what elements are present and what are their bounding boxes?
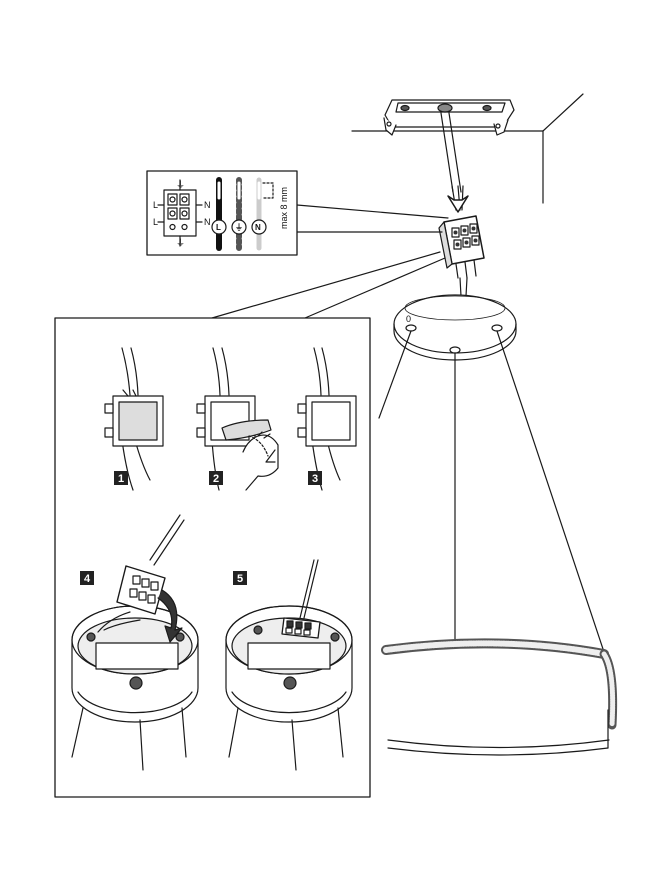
strip-length-label: max 8 mm — [279, 187, 289, 229]
ceiling-canopy — [393, 294, 517, 361]
step-3-illustration — [297, 347, 357, 491]
step-badge-2: 2 — [209, 471, 223, 485]
ceiling-mounting-bracket — [383, 99, 515, 136]
step-1-illustration — [104, 347, 164, 491]
wiring-inset — [146, 170, 298, 256]
terminal-label-n-bottom: N — [204, 217, 211, 227]
step-badge-5: 5 — [233, 571, 247, 585]
step-number: 1 — [118, 473, 124, 485]
step-2-illustration — [196, 347, 279, 491]
earth-icon: ⏚ — [176, 180, 185, 190]
terminal-label-l-top: L — [153, 200, 158, 210]
step-number: 5 — [237, 573, 243, 585]
step-badge-3: 3 — [308, 471, 322, 485]
suspension-cables — [378, 330, 606, 656]
neutral-wire-symbol: N — [255, 223, 261, 232]
step-number: 3 — [312, 473, 318, 485]
step-badge-4: 4 — [80, 571, 94, 585]
installation-steps-panel — [54, 317, 371, 798]
terminal-label-n-top: N — [204, 200, 211, 210]
ring-luminaire — [381, 638, 618, 756]
terminal-block — [438, 215, 485, 279]
step-number: 4 — [84, 573, 91, 585]
step-badge-1: 1 — [114, 471, 128, 485]
earth-icon: ⏚ — [176, 238, 185, 248]
step-5-illustration — [225, 559, 353, 771]
earth-wire-symbol: ⏚ — [235, 223, 243, 232]
canopy-mark: 0 — [406, 314, 411, 324]
live-wire-symbol: L — [216, 223, 221, 232]
ceiling-corner — [351, 93, 584, 204]
step-number: 2 — [213, 473, 219, 485]
arrow-down-icon — [447, 195, 469, 213]
terminal-label-l-bottom: L — [153, 217, 158, 227]
step-4-illustration — [71, 514, 199, 771]
